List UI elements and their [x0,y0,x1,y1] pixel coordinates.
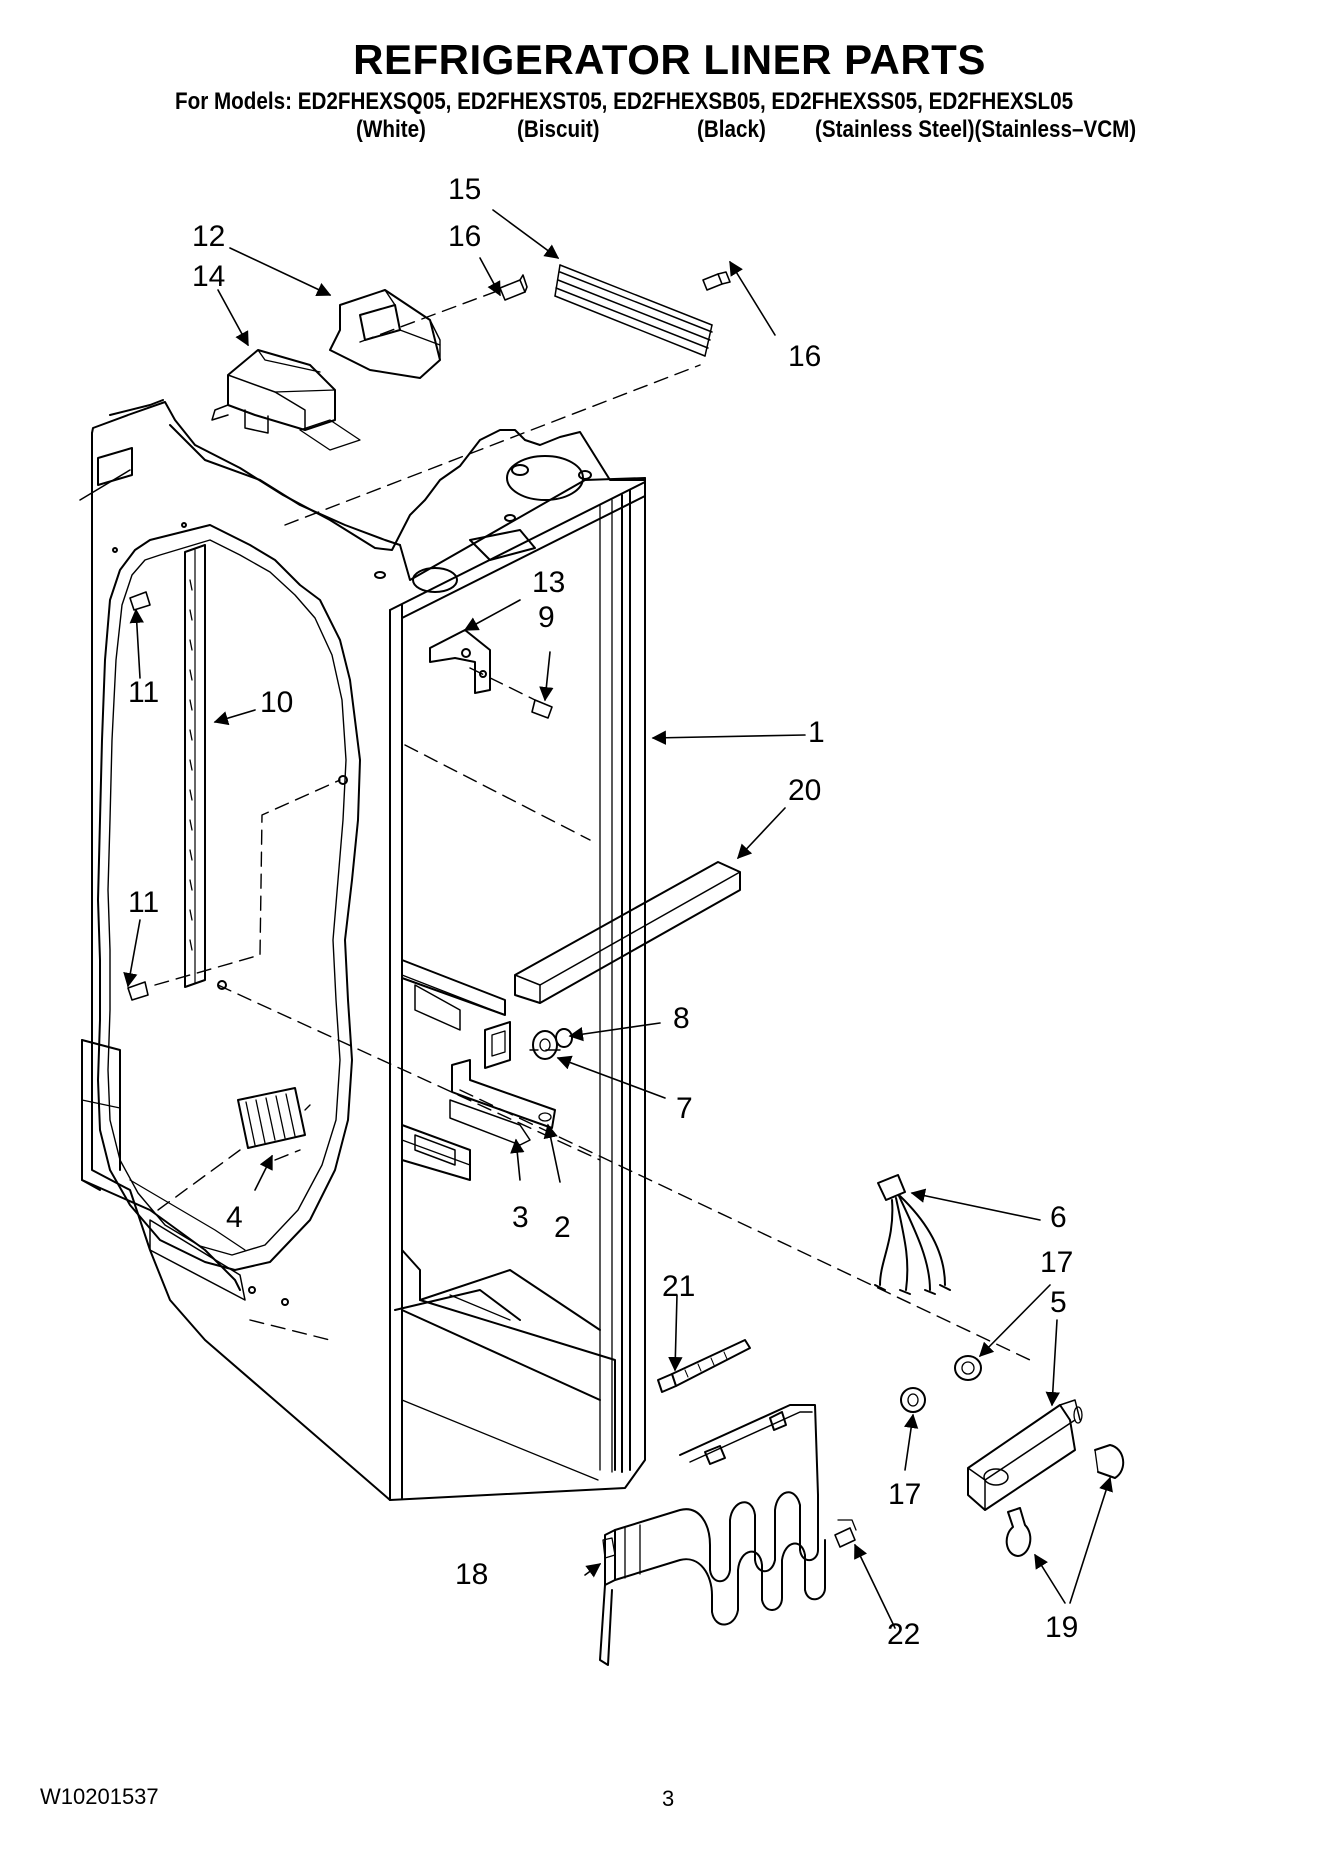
callout-2: 2 [554,1211,571,1244]
screws [127,271,857,1548]
page-number: 3 [662,1786,675,1811]
callout-20: 20 [788,774,822,807]
callout-4: 4 [226,1201,243,1234]
vent-grille [237,1087,306,1149]
shelf-support [514,861,741,1004]
bracket [429,629,491,694]
variant-biscuit: (Biscuit) [517,116,600,143]
callout-18: 18 [455,1558,489,1591]
document-number: W10201537 [40,1784,159,1809]
damper-housing [967,1399,1083,1511]
refrigerator-liner [79,399,646,1501]
bushings [900,1355,982,1413]
air-diffuser [211,349,336,434]
callout-3: 3 [512,1201,529,1234]
callout-14: 14 [192,260,226,293]
models-line: For Models: ED2FHEXSQ05, ED2FHEXST05, ED… [175,88,1074,115]
callout-8: 8 [673,1002,690,1035]
callout-7: 7 [676,1092,693,1125]
thermistor-plate [449,1021,556,1146]
callout-13: 13 [532,566,566,599]
variant-white: (White) [356,116,426,143]
plugs [1005,1444,1125,1557]
grommet-cap [532,1028,573,1060]
assembly-lines [154,289,1031,1361]
top-strip [554,264,713,357]
diffuser-cover [329,289,441,379]
defrost-heater [599,1404,826,1666]
callout-11-bottom: 11 [128,886,160,919]
callout-12: 12 [192,220,226,253]
shelf-rail [184,544,206,988]
callout-16-right: 16 [788,340,822,373]
callout-5: 5 [1050,1286,1067,1319]
callout-1: 1 [808,716,825,749]
callout-17-bottom: 17 [888,1478,922,1511]
callout-16-top: 16 [448,220,482,253]
callout-22: 22 [887,1618,921,1651]
variant-stainless: (Stainless Steel)(Stainless–VCM) [815,116,1137,143]
callout-17-top: 17 [1040,1246,1074,1279]
callout-19: 19 [1045,1611,1079,1644]
callout-6: 6 [1050,1201,1067,1234]
wire-harness [874,1174,951,1295]
callout-9: 9 [538,601,555,634]
page-title: REFRIGERATOR LINER PARTS [353,36,986,83]
variant-black: (Black) [697,116,766,143]
callout-10: 10 [260,686,294,719]
cable-tie [657,1339,751,1393]
leader-arrows [123,209,1113,1629]
callout-21: 21 [662,1270,696,1303]
callout-11-top: 11 [128,676,160,709]
callout-15: 15 [448,173,482,206]
